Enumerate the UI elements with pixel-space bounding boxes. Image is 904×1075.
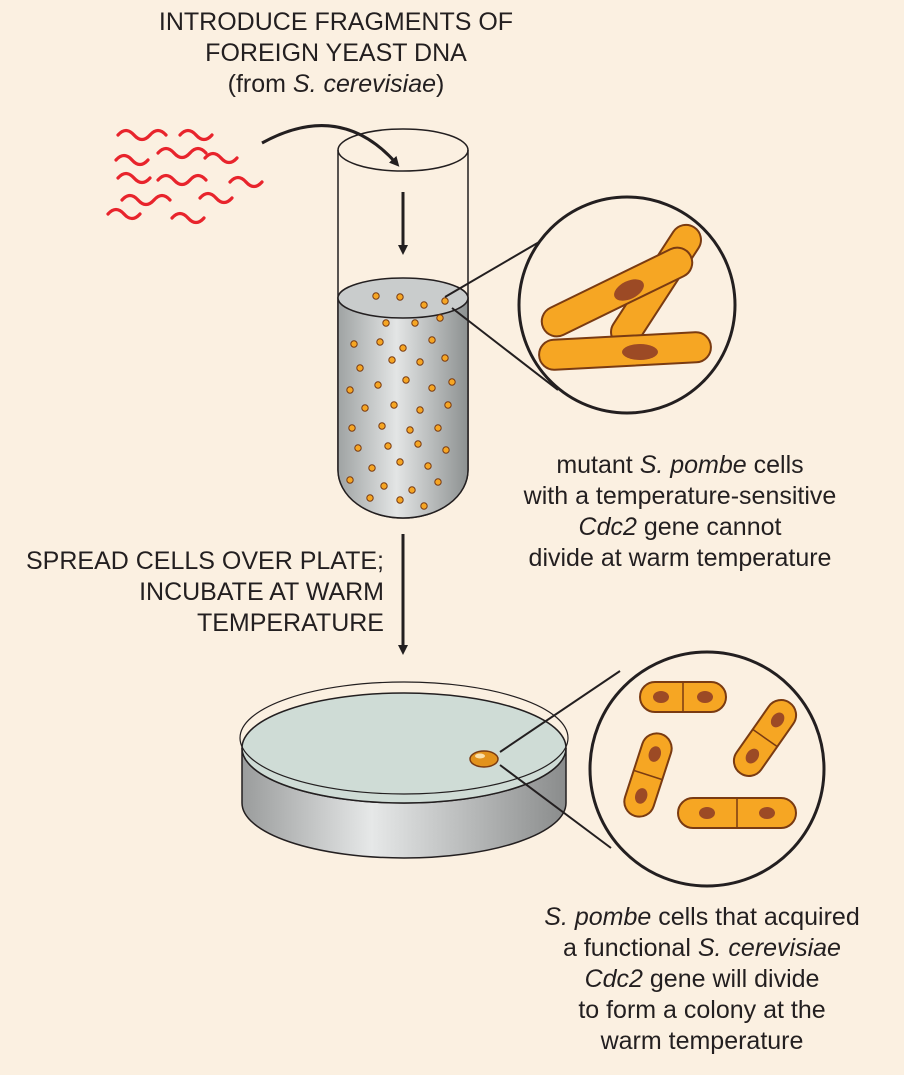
result-line-4: to form a colony at the: [578, 996, 826, 1024]
cell-dot: [361, 404, 369, 412]
cell-dot: [380, 482, 388, 490]
cell-dot: [384, 442, 392, 450]
dna-fragment: [198, 191, 234, 205]
cell-dot: [424, 462, 432, 470]
cell-dot: [420, 301, 428, 309]
result-line-1: S. pombe cells that acquired: [544, 903, 860, 931]
cell-dot: [390, 401, 398, 409]
cell-dot: [411, 319, 419, 327]
dividing-cell: [732, 699, 798, 777]
cell-dot: [402, 376, 410, 384]
dividing-cell: [677, 797, 797, 829]
cell-dot: [436, 314, 444, 322]
mutant-cells-label: mutant S. pombe cells with a temperature…: [460, 450, 900, 574]
dna-fragment: [116, 171, 152, 185]
intro-label: INTRODUCE FRAGMENTS OF FOREIGN YEAST DNA…: [138, 7, 534, 100]
mutant-line-4: divide at warm temperature: [528, 544, 832, 572]
cell-dot: [408, 486, 416, 494]
cell-dot: [346, 476, 354, 484]
dna-fragment: [178, 128, 214, 142]
dna-fragment: [114, 153, 150, 167]
cell-dots: [346, 292, 456, 510]
cell-dot: [378, 422, 386, 430]
dna-fragment: [156, 146, 208, 160]
dividing-cells-magnifier: [588, 650, 826, 888]
result-line-3: Cdc2 gene will divide: [584, 965, 820, 993]
dna-fragment: [106, 207, 142, 221]
zoom-line: [499, 670, 621, 753]
dna-fragment: [120, 193, 172, 207]
spread-line-3: TEMPERATURE: [196, 609, 384, 637]
cell-dot: [420, 502, 428, 510]
intro-line-2: FOREIGN YEAST DNA: [205, 39, 467, 67]
test-tube: [337, 128, 469, 519]
zoom-line: [499, 764, 612, 849]
nucleus: [614, 279, 644, 301]
spread-line-2: INCUBATE AT WARM: [139, 578, 384, 606]
dna-fragment: [156, 173, 208, 187]
result-line-2: a functional S. cerevisiae: [563, 934, 841, 962]
result-label: S. pombe cells that acquired a functiona…: [500, 902, 904, 1057]
cell-dot: [348, 424, 356, 432]
dna-fragment: [203, 151, 239, 165]
mutant-cells-magnifier: [517, 195, 737, 415]
colony: [469, 750, 499, 768]
cell-dot: [399, 344, 407, 352]
cell-dot: [441, 354, 449, 362]
dividing-cell: [623, 732, 673, 818]
cell-dot: [366, 494, 374, 502]
dna-fragment: [228, 175, 264, 189]
cell-dot: [442, 446, 450, 454]
zoom-line: [444, 237, 547, 298]
intro-line-3: (from S. cerevisiae): [227, 70, 445, 98]
dna-fragments: [106, 128, 264, 225]
cell-dot: [434, 478, 442, 486]
cell-dot: [428, 384, 436, 392]
cell-dot: [416, 406, 424, 414]
cell-dot: [346, 386, 354, 394]
curved-arrow: [261, 124, 400, 167]
cell-dot: [448, 378, 456, 386]
cell-dot: [414, 440, 422, 448]
cell-dot: [356, 364, 364, 372]
spread-label: SPREAD CELLS OVER PLATE; INCUBATE AT WAR…: [2, 546, 384, 639]
cell-dot: [382, 319, 390, 327]
cell-dot: [406, 426, 414, 434]
mutant-line-1: mutant S. pombe cells: [556, 451, 804, 479]
cell-dot: [376, 338, 384, 346]
cell-dot: [388, 356, 396, 364]
cell-dot: [396, 496, 404, 504]
dividing-cell: [639, 681, 727, 713]
dna-fragment: [170, 211, 206, 225]
zoom-line: [451, 307, 559, 391]
cell-dot: [374, 381, 382, 389]
cell-dot: [416, 358, 424, 366]
cell-dot: [368, 464, 376, 472]
cell-dot: [441, 297, 449, 305]
cell-dot: [354, 444, 362, 452]
cell-dot: [444, 401, 452, 409]
mutant-line-3: Cdc2 gene cannot: [578, 513, 782, 541]
dna-fragment: [116, 128, 168, 142]
cell-dot: [350, 340, 358, 348]
nucleus: [622, 344, 658, 360]
cell-dot: [434, 424, 442, 432]
result-line-5: warm temperature: [600, 1027, 804, 1055]
intro-line-1: INTRODUCE FRAGMENTS OF: [158, 8, 514, 36]
petri-dish: [239, 681, 569, 859]
cell-dot: [372, 292, 380, 300]
cell-dot: [428, 336, 436, 344]
cell-dot: [396, 458, 404, 466]
spread-line-1: SPREAD CELLS OVER PLATE;: [26, 547, 384, 575]
mutant-line-2: with a temperature-sensitive: [523, 482, 837, 510]
cell-dot: [396, 293, 404, 301]
